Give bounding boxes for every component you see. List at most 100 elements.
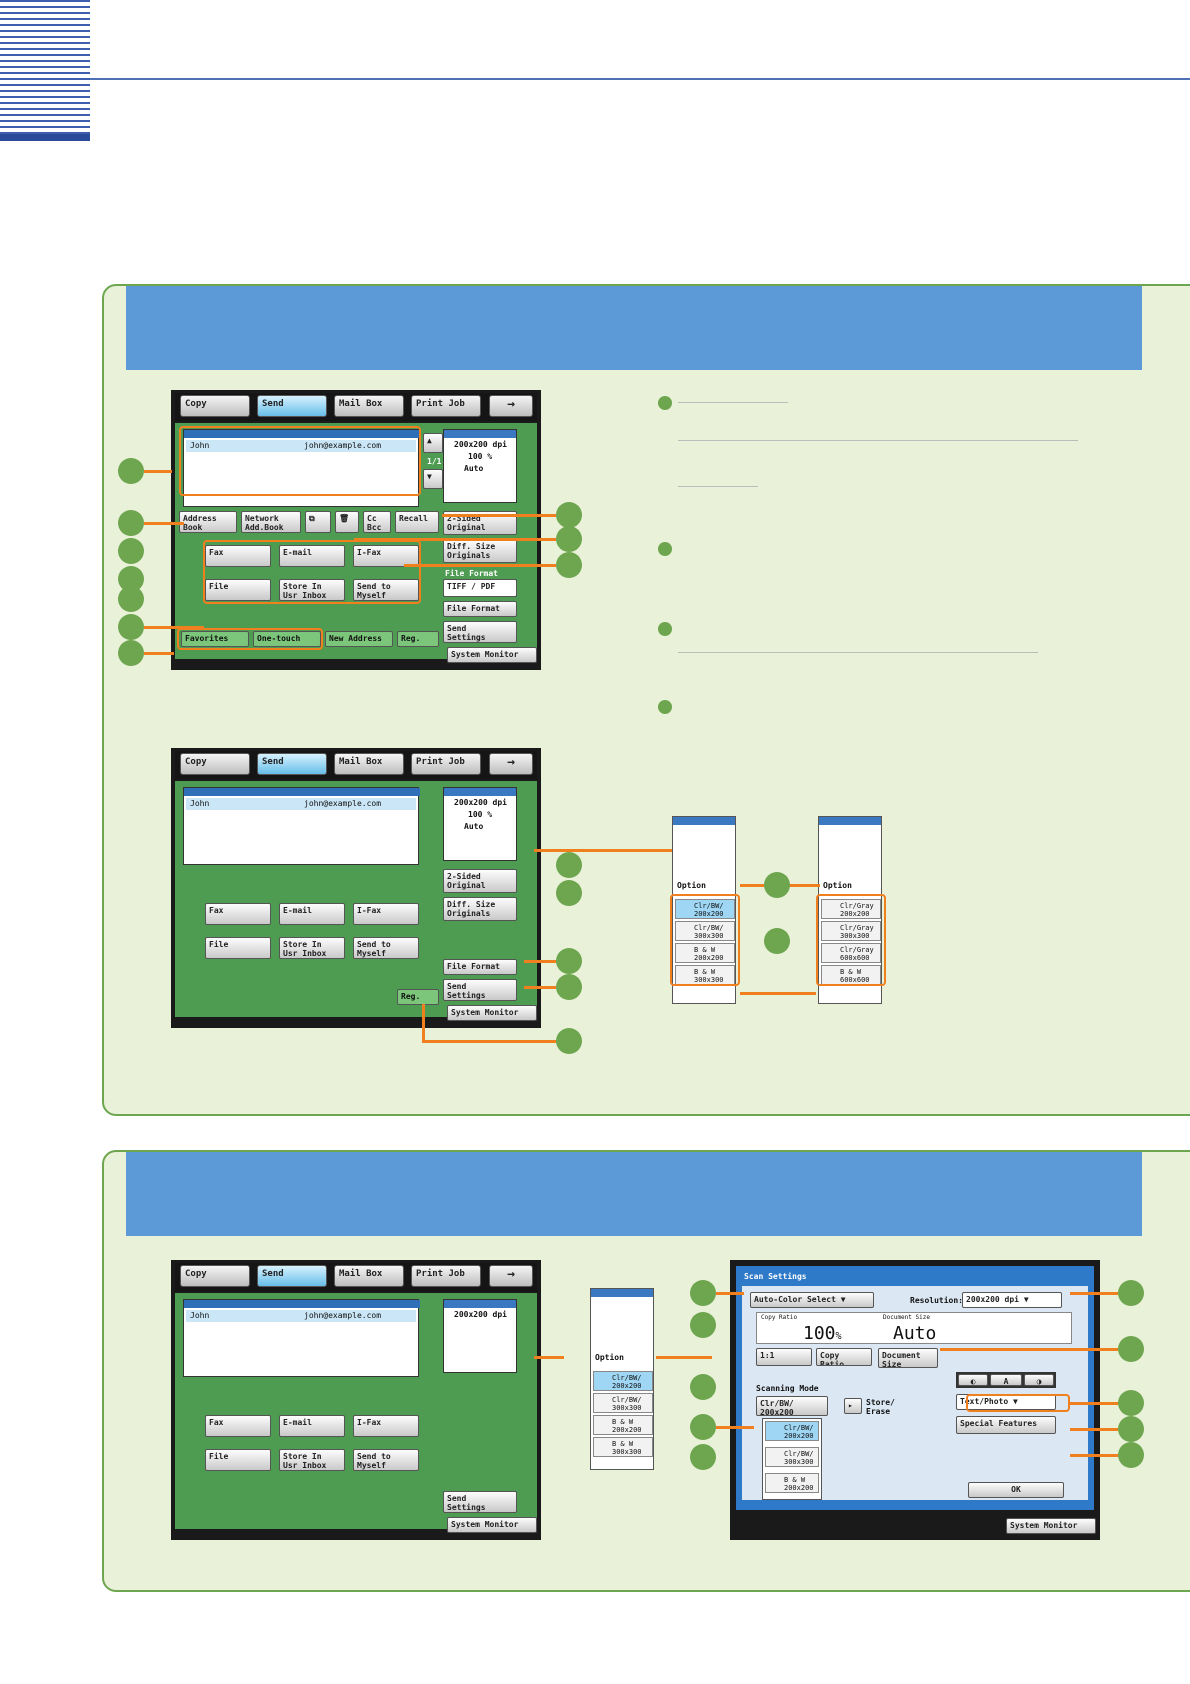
system-monitor-button[interactable]: System Monitor — [447, 1005, 537, 1021]
tab-copy[interactable]: Copy — [180, 395, 250, 417]
tab-mail-box[interactable]: Mail Box — [334, 395, 404, 417]
arrow-right-icon[interactable]: → — [489, 753, 533, 775]
arrow-right-icon[interactable]: → — [489, 1265, 533, 1287]
destination-list[interactable]: John john@example.com — [183, 787, 420, 865]
scan-settings-box[interactable]: 200x200 dpi — [443, 1299, 517, 1373]
recall-button[interactable]: Recall — [395, 511, 439, 533]
scroll-down-button[interactable]: ▼ — [423, 469, 443, 489]
detail-icon[interactable]: ⧉ — [305, 511, 331, 533]
scanning-mode-label: Scanning Mode — [756, 1384, 819, 1393]
copy-ratio-button[interactable]: Copy Ratio — [816, 1348, 872, 1366]
tab-mail-box[interactable]: Mail Box — [334, 753, 404, 775]
email-button[interactable]: E-mail — [279, 1415, 345, 1437]
callout-marker — [556, 502, 582, 528]
tab-mail-box[interactable]: Mail Box — [334, 1265, 404, 1287]
system-monitor-button[interactable]: System Monitor — [447, 1517, 537, 1533]
system-monitor-button[interactable]: System Monitor — [1006, 1518, 1096, 1534]
destination-row[interactable]: John john@example.com — [186, 798, 416, 810]
tab-print-job[interactable]: Print Job — [411, 395, 481, 417]
ifax-button[interactable]: I-Fax — [353, 545, 419, 567]
resolution-dropdown[interactable]: 200x200 dpi ▼ — [962, 1292, 1062, 1308]
file-button[interactable]: File — [205, 579, 271, 601]
fax-button[interactable]: Fax — [205, 545, 271, 567]
delete-icon[interactable]: 🗑 — [335, 511, 359, 533]
tab-print-job[interactable]: Print Job — [411, 1265, 481, 1287]
email-button[interactable]: E-mail — [279, 545, 345, 567]
density-auto-button[interactable]: A — [990, 1374, 1022, 1386]
file-button[interactable]: File — [205, 937, 271, 959]
tab-send[interactable]: Send — [257, 1265, 327, 1287]
list-item[interactable]: Clr/BW/200x200 — [765, 1421, 819, 1441]
density-lighter-button[interactable]: ◐ — [958, 1374, 988, 1386]
file-format-button[interactable]: File Format — [443, 959, 517, 975]
email-button[interactable]: E-mail — [279, 903, 345, 925]
ok-button[interactable]: OK — [968, 1482, 1064, 1498]
scan-settings-box[interactable]: 200x200 dpi 100 % Auto — [443, 787, 517, 861]
new-address-button[interactable]: New Address — [325, 631, 393, 647]
favorites-button[interactable]: Favorites — [181, 631, 249, 647]
file-format-button[interactable]: File Format — [443, 601, 517, 617]
ratio-unit: % — [835, 1331, 842, 1342]
store-erase-icon[interactable]: ▸ — [844, 1398, 862, 1414]
system-monitor-button[interactable]: System Monitor — [447, 647, 537, 663]
ifax-button[interactable]: I-Fax — [353, 1415, 419, 1437]
one-touch-button[interactable]: One-touch — [253, 631, 321, 647]
list-item[interactable]: Clr/BW/300x300 — [765, 1447, 819, 1467]
list-item[interactable]: Clr/BW/300x300 — [675, 921, 735, 941]
ifax-button[interactable]: I-Fax — [353, 903, 419, 925]
density-slider[interactable]: ◐ A ◑ — [956, 1372, 1056, 1388]
mini-list-header — [819, 817, 881, 825]
tab-copy[interactable]: Copy — [180, 1265, 250, 1287]
destination-row[interactable]: John john@example.com — [186, 1310, 416, 1322]
list-item[interactable]: Clr/BW/200x200 — [593, 1371, 653, 1391]
destination-list[interactable]: John john@example.com — [183, 1299, 420, 1377]
tab-send[interactable]: Send — [257, 395, 327, 417]
list-item[interactable]: Clr/BW/200x200 — [675, 899, 735, 919]
tab-copy[interactable]: Copy — [180, 753, 250, 775]
list-item[interactable]: Clr/BW/300x300 — [593, 1393, 653, 1413]
color-select-dropdown[interactable]: Auto-Color Select ▼ — [750, 1292, 874, 1308]
density-darker-button[interactable]: ◑ — [1024, 1374, 1054, 1386]
tab-send[interactable]: Send — [257, 753, 327, 775]
fax-button[interactable]: Fax — [205, 903, 271, 925]
one-to-one-button[interactable]: 1:1 — [756, 1348, 812, 1366]
destination-row[interactable]: John john@example.com — [186, 440, 416, 452]
arrow-right-icon[interactable]: → — [489, 395, 533, 417]
scanning-mode-dropdown[interactable]: Clr/BW/200x200 — [756, 1396, 828, 1416]
fax-button[interactable]: Fax — [205, 1415, 271, 1437]
scan-settings-box[interactable]: 200x200 dpi 100 % Auto — [443, 429, 517, 503]
callout-line — [940, 1348, 1118, 1351]
tab-print-job[interactable]: Print Job — [411, 753, 481, 775]
reg-button[interactable]: Reg. — [397, 989, 439, 1005]
scroll-up-button[interactable]: ▲ — [423, 433, 443, 453]
callout-marker — [118, 538, 144, 564]
file-button[interactable]: File — [205, 1449, 271, 1471]
special-features-button[interactable]: Special Features — [956, 1416, 1056, 1434]
scan-settings-header — [444, 430, 516, 438]
reg-button[interactable]: Reg. — [397, 631, 439, 647]
